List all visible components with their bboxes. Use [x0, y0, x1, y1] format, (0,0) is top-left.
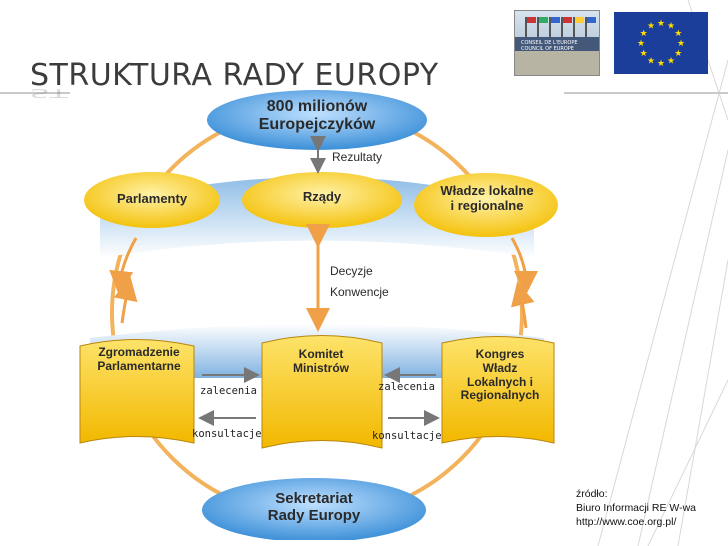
rzady-label: Rządy [302, 189, 342, 204]
eu-star: ★ [657, 58, 665, 68]
council-of-europe-photo: CONSEIL DE L'EUROPE COUNCIL OF EUROPE [514, 10, 600, 76]
eu-star: ★ [677, 38, 685, 48]
sekretariat-label: Sekretariat Rady Europy [267, 490, 361, 525]
wladze-label: Władze lokalne i regionalne [440, 183, 534, 213]
eu-star: ★ [674, 48, 682, 58]
right-lower-arrow [511, 281, 535, 329]
zalecenia-left-label: zalecenia [200, 385, 257, 397]
top-ellipse-label: 800 milionów Europejczyków [258, 98, 376, 134]
konsultacje-left-label: konsultacje [192, 428, 262, 440]
eu-star: ★ [674, 28, 682, 38]
decyzje-label: Decyzje Konwencje [330, 264, 389, 299]
komitet-book [261, 335, 383, 449]
komitet-label: Komitet Ministrów [293, 347, 349, 375]
left-lower-arrow [113, 276, 138, 324]
parlamenty-shape [84, 172, 220, 228]
zgromadzenie-book [79, 339, 195, 444]
eu-star: ★ [667, 55, 675, 65]
source-line-url: http://www.coe.org.pl/ [576, 516, 677, 528]
source-line-org: Biuro Informacji RE W-wa [576, 502, 697, 514]
top-ellipse-shape [207, 90, 427, 150]
eu-star: ★ [647, 55, 655, 65]
source-line-label: źródło: [576, 488, 608, 500]
eu-star: ★ [667, 21, 675, 31]
parlamenty-label: Parlamenty [116, 191, 188, 206]
zgromadzenie-label: Zgromadzenie Parlamentarne [97, 345, 181, 373]
kongres-book [441, 336, 555, 444]
eu-star: ★ [640, 48, 648, 58]
rzady-shape [242, 172, 402, 228]
slide-title: STRUKTURA RADY EUROPY [30, 58, 439, 93]
zalecenia-right-label: zalecenia [378, 381, 435, 393]
kongres-label: Kongres Władz Lokalnych i Regionalnych [460, 347, 540, 403]
source-note: źródło: Biuro Informacji RE W-wa http://… [576, 487, 696, 529]
konsultacje-right-label: konsultacje [372, 430, 442, 442]
eu-star: ★ [637, 38, 645, 48]
eu-star: ★ [647, 21, 655, 31]
eu-star: ★ [640, 28, 648, 38]
eu-star: ★ [657, 18, 665, 28]
rezultaty-label: Rezultaty [332, 150, 383, 164]
council-structure-diagram: 800 milionów Europejczyków Rezultaty Par… [70, 88, 564, 540]
sekretariat-shape [202, 478, 426, 540]
decorative-lines [597, 0, 728, 546]
right-upper-arrow [510, 237, 538, 295]
eu-flag-icon: ★★★★★★★★★★★★ [614, 12, 708, 74]
wladze-shape [414, 173, 558, 237]
council-photo-caption: CONSEIL DE L'EUROPE COUNCIL OF EUROPE [521, 40, 578, 52]
